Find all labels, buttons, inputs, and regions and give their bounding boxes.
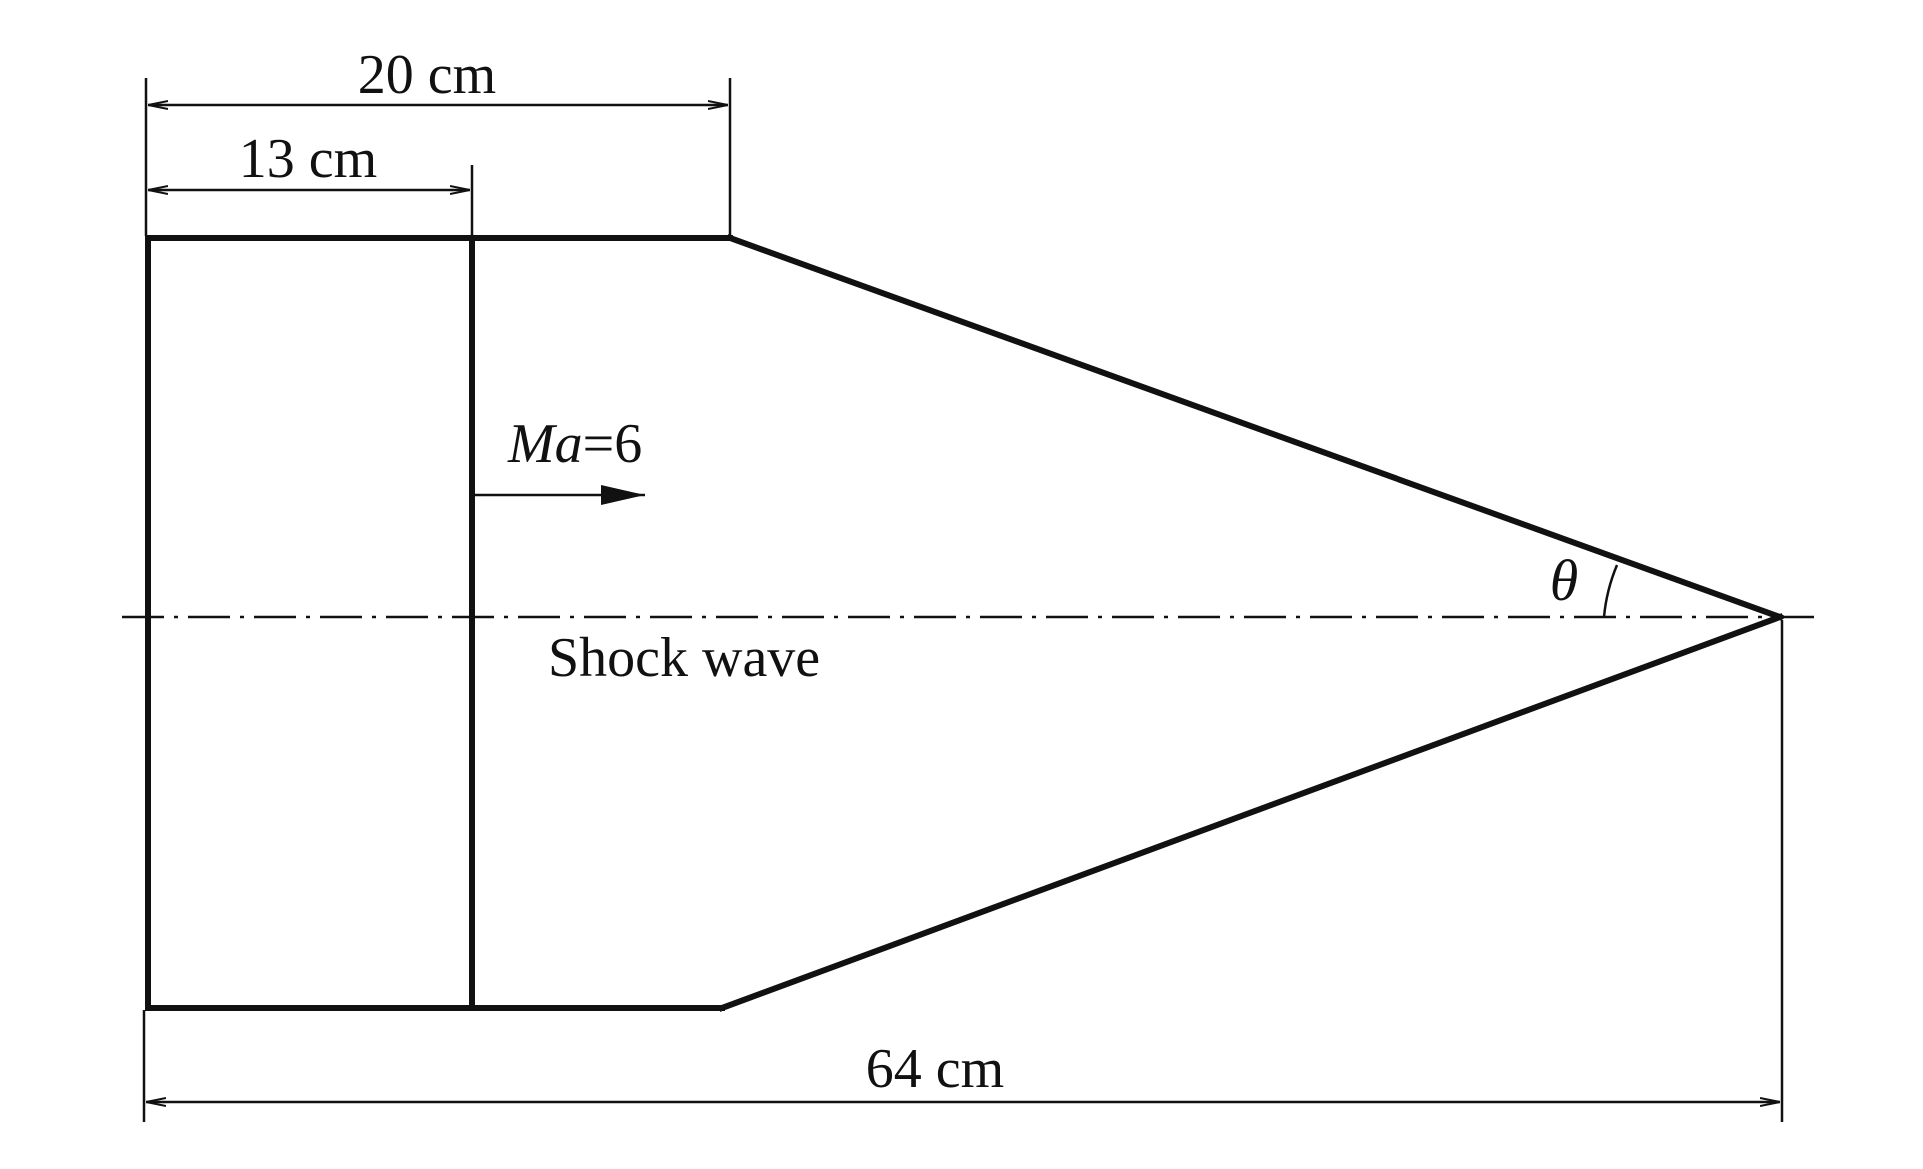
lower-cone-edge xyxy=(718,613,1784,1012)
mach-label: Ma=6 xyxy=(507,413,642,475)
dim-64-label: 64 cm xyxy=(866,1038,1004,1100)
theta-label: θ xyxy=(1550,548,1579,613)
dimension-13cm: 13 cm xyxy=(148,128,474,236)
dim-20-label: 20 cm xyxy=(358,44,496,106)
dimension-64cm: 64 cm xyxy=(142,620,1784,1122)
body-outline xyxy=(145,234,1784,1012)
upper-cone-edge xyxy=(726,234,1784,621)
mach-value: =6 xyxy=(583,413,643,475)
dim-13-label: 13 cm xyxy=(239,128,377,190)
mach-symbol: Ma xyxy=(507,413,583,475)
theta-arc xyxy=(1602,564,1619,618)
dimension-20cm: 20 cm xyxy=(144,44,732,236)
angle-theta: θ xyxy=(1550,548,1619,618)
shock-wave-label: Shock wave xyxy=(548,627,820,689)
